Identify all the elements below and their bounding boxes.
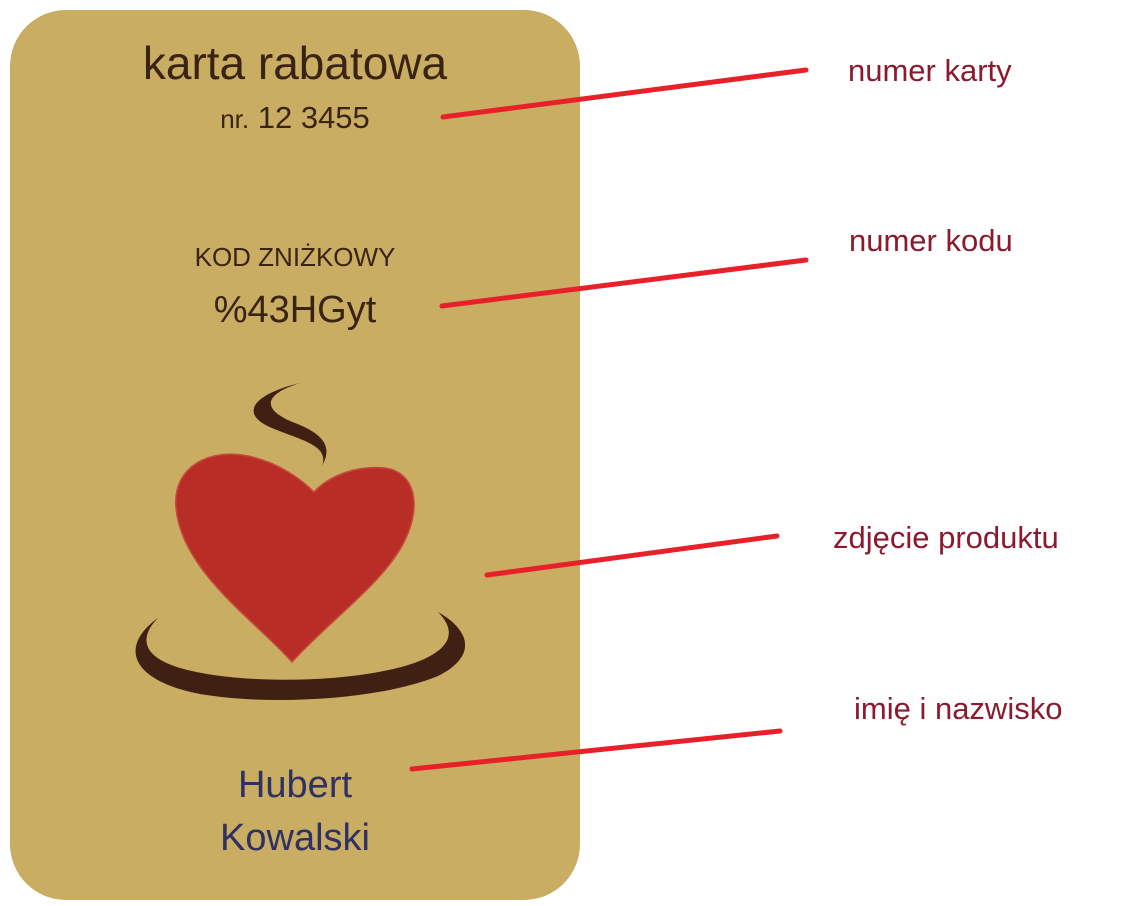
holder-last-name: Kowalski xyxy=(220,817,370,859)
callout-full-name: imię i nazwisko xyxy=(854,691,1063,726)
callout-product-photo: zdjęcie produktu xyxy=(833,520,1059,555)
callout-card-number: numer karty xyxy=(848,53,1012,88)
card-title: karta rabatowa xyxy=(142,37,448,89)
callout-code-number: numer kodu xyxy=(849,223,1013,258)
leader-line-code xyxy=(439,257,809,309)
holder-first-name: Hubert xyxy=(237,764,353,806)
card-number-line: nr. 12 3455 xyxy=(0,100,590,136)
leader-line-product-photo xyxy=(484,533,780,578)
steam-swirl xyxy=(253,383,327,466)
discount-code-value: %43HGyt xyxy=(213,289,377,331)
heart-coffee-cup-icon xyxy=(135,383,466,700)
card-number: 12 3455 xyxy=(257,100,370,135)
leader-line-card-number xyxy=(440,67,809,120)
saucer xyxy=(135,612,466,700)
leader-line-name xyxy=(409,728,783,772)
discount-card xyxy=(10,10,580,900)
discount-code-label: KOD ZNIŻKOWY xyxy=(194,242,396,272)
heart xyxy=(175,453,415,664)
card-number-prefix: nr. xyxy=(220,104,250,134)
